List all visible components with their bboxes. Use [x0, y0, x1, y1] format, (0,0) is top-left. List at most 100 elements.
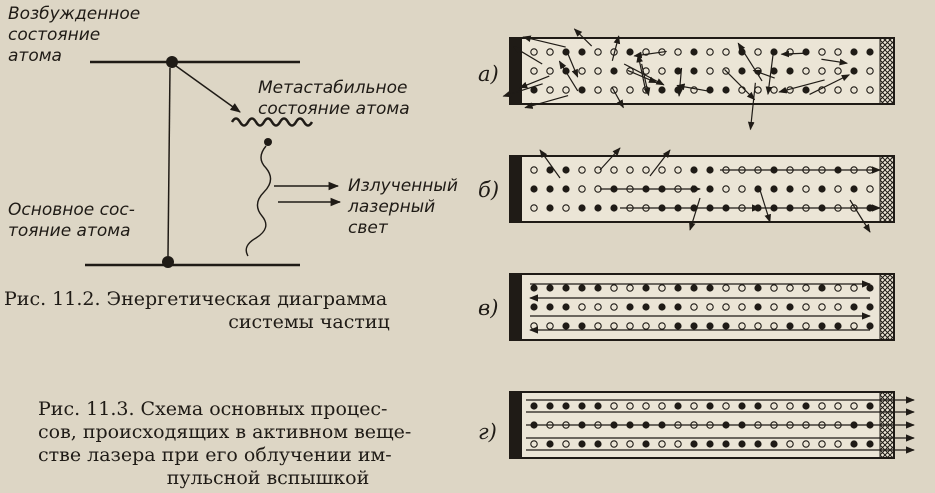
ground-atom-dot: [722, 284, 730, 292]
emission-arrow: [849, 199, 871, 233]
excited-atom-dot: [802, 402, 810, 410]
excited-atom-dot: [642, 303, 650, 311]
ground-atom-dot: [850, 402, 858, 410]
excited-atom-dot: [706, 86, 714, 94]
emission-arrow: [611, 87, 624, 109]
excited-atom-dot: [594, 284, 602, 292]
ground-atom-dot: [722, 48, 730, 56]
excited-atom-dot: [562, 303, 570, 311]
excited-atom-dot: [674, 322, 682, 330]
ground-atom-dot: [706, 67, 714, 75]
metastable-atom: [264, 138, 272, 146]
excited-label-line: атома: [8, 46, 62, 66]
ground-atom-dot: [674, 440, 682, 448]
excited-atom-dot: [562, 284, 570, 292]
ground-atom-dot: [786, 284, 794, 292]
excited-atom-dot: [706, 440, 714, 448]
emission-arrow: [752, 69, 775, 79]
excited-atom-dot: [674, 86, 682, 94]
excited-atom-dot: [530, 303, 538, 311]
emission-arrow: [539, 149, 561, 179]
emission-arrow: [724, 69, 756, 101]
ground-atom-dot: [530, 440, 538, 448]
excited-atom-dot: [690, 48, 698, 56]
ground-atom-dot: [834, 284, 842, 292]
emission-arrow: [611, 35, 621, 61]
emission-arrow: [765, 52, 774, 96]
excited-atom-dot: [658, 86, 666, 94]
excited-atom-dot: [626, 303, 634, 311]
emission-arrow: [599, 147, 621, 171]
ground-atom-dot: [578, 166, 586, 174]
excited-atom-dot: [866, 440, 874, 448]
ground-atom: [162, 256, 174, 268]
excited-atom-dot: [530, 284, 538, 292]
ground-atom-dot: [818, 440, 826, 448]
ground-atom-dot: [834, 48, 842, 56]
caption-line: стве лазера при его облучении им-: [38, 444, 392, 466]
excited-atom-dot: [770, 67, 778, 75]
emission-arrow: [512, 46, 543, 65]
excited-atom-dot: [610, 67, 618, 75]
ground-atom-dot: [818, 303, 826, 311]
excited-atom-dot: [706, 284, 714, 292]
emission-arrow: [759, 189, 771, 223]
excited-state-label: Возбужденное состояние атома: [8, 4, 140, 67]
caption-line: Рис. 11.2. Энергетическая диаграмма: [4, 288, 388, 310]
energy-diagram: [85, 56, 342, 268]
emission-arrow: [623, 63, 665, 86]
ground-atom-dot: [754, 322, 762, 330]
ground-atom-dot: [866, 86, 874, 94]
ground-atom-dot: [770, 402, 778, 410]
ground-atom-dot: [690, 303, 698, 311]
ground-atom-dot: [834, 185, 842, 193]
ground-atom-dot: [642, 166, 650, 174]
ground-atom-dot: [818, 67, 826, 75]
excited-atom-dot: [562, 402, 570, 410]
excited-atom-dot: [690, 322, 698, 330]
ground-atom-dot: [802, 284, 810, 292]
excited-atom-dot: [866, 284, 874, 292]
ground-atom-dot: [546, 322, 554, 330]
excited-atom-dot: [722, 440, 730, 448]
excited-atom-dot: [866, 303, 874, 311]
ground-atom-dot: [770, 284, 778, 292]
ground-atom-dot: [546, 48, 554, 56]
excited-atom-dot: [722, 86, 730, 94]
excited-atom-dot: [738, 402, 746, 410]
ground-atom-dot: [738, 185, 746, 193]
emission-arrow: [689, 197, 701, 231]
emission-arrow: [778, 79, 825, 94]
emission-arrow: [676, 83, 710, 92]
excited-atom-dot: [850, 440, 858, 448]
ground-atom-dot: [626, 402, 634, 410]
excited-atom-dot: [642, 440, 650, 448]
excited-atom-dot: [754, 402, 762, 410]
ground-atom-dot: [706, 303, 714, 311]
ground-atom-dot: [818, 402, 826, 410]
ground-atom-dot: [738, 322, 746, 330]
ground-state-label: Основное сос- тояние атома: [8, 200, 135, 242]
excited-atom-dot: [626, 48, 634, 56]
excited-atom-dot: [770, 440, 778, 448]
ground-atom-dot: [594, 322, 602, 330]
ground-atom-dot: [674, 166, 682, 174]
ground-atom-dot: [626, 166, 634, 174]
rod-mirror-partial: [879, 155, 895, 223]
excited-atom-dot: [786, 67, 794, 75]
ground-atom-dot: [722, 303, 730, 311]
emitted-label-line: лазерный: [348, 197, 436, 217]
excited-atom-dot: [594, 440, 602, 448]
excited-atom-dot: [818, 322, 826, 330]
emission-arrow: [821, 58, 848, 66]
excited-atom-dot: [722, 322, 730, 330]
emission-arrow: [676, 67, 684, 97]
ground-atom-dot: [530, 166, 538, 174]
emission-arrow: [502, 83, 543, 98]
ground-atom-dot: [594, 303, 602, 311]
excited-atom-dot: [546, 440, 554, 448]
caption-line: сов, происходящих в активном веще-: [38, 421, 412, 443]
ground-atom-dot: [594, 166, 602, 174]
ground-atom-dot: [738, 284, 746, 292]
emission-arrow: [522, 35, 566, 48]
